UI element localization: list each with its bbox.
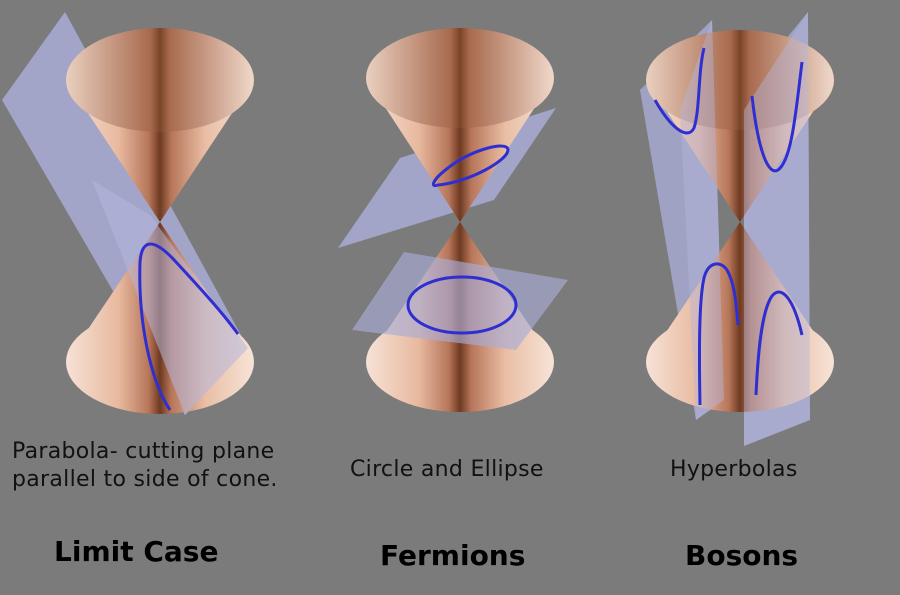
hyperbola-upper-left (653, 47, 706, 135)
circle-curve (406, 275, 518, 335)
label-limit-case: Limit Case (54, 535, 219, 568)
upper-nappe (366, 28, 554, 222)
panel-limit-case (2, 12, 254, 415)
caption-limit-case: Parabola- cutting plane parallel to side… (12, 438, 332, 494)
caption-bosons: Hyperbolas (670, 457, 798, 482)
lower-nappe (646, 222, 834, 412)
cutting-plane-front (680, 20, 724, 420)
label-bosons: Bosons (685, 539, 799, 572)
caption-line: Parabola- cutting plane (12, 439, 275, 464)
hyperbola-upper-right (750, 61, 804, 173)
ellipse-curve (431, 144, 510, 188)
caption-fermions: Circle and Ellipse (350, 457, 544, 482)
parabola-curve (138, 242, 240, 411)
panel-fermions (338, 28, 568, 412)
hyperbola-lower-left (697, 262, 740, 406)
label-fermions: Fermions (380, 539, 526, 572)
lower-cutting-plane (352, 252, 568, 350)
cutting-plane-front (92, 180, 248, 415)
upper-nappe (646, 30, 834, 222)
upper-nappe (66, 28, 254, 222)
caption-line: parallel to side of cone. (12, 467, 278, 492)
hyperbola-lower-right (754, 290, 804, 396)
panel-bosons (640, 12, 834, 446)
